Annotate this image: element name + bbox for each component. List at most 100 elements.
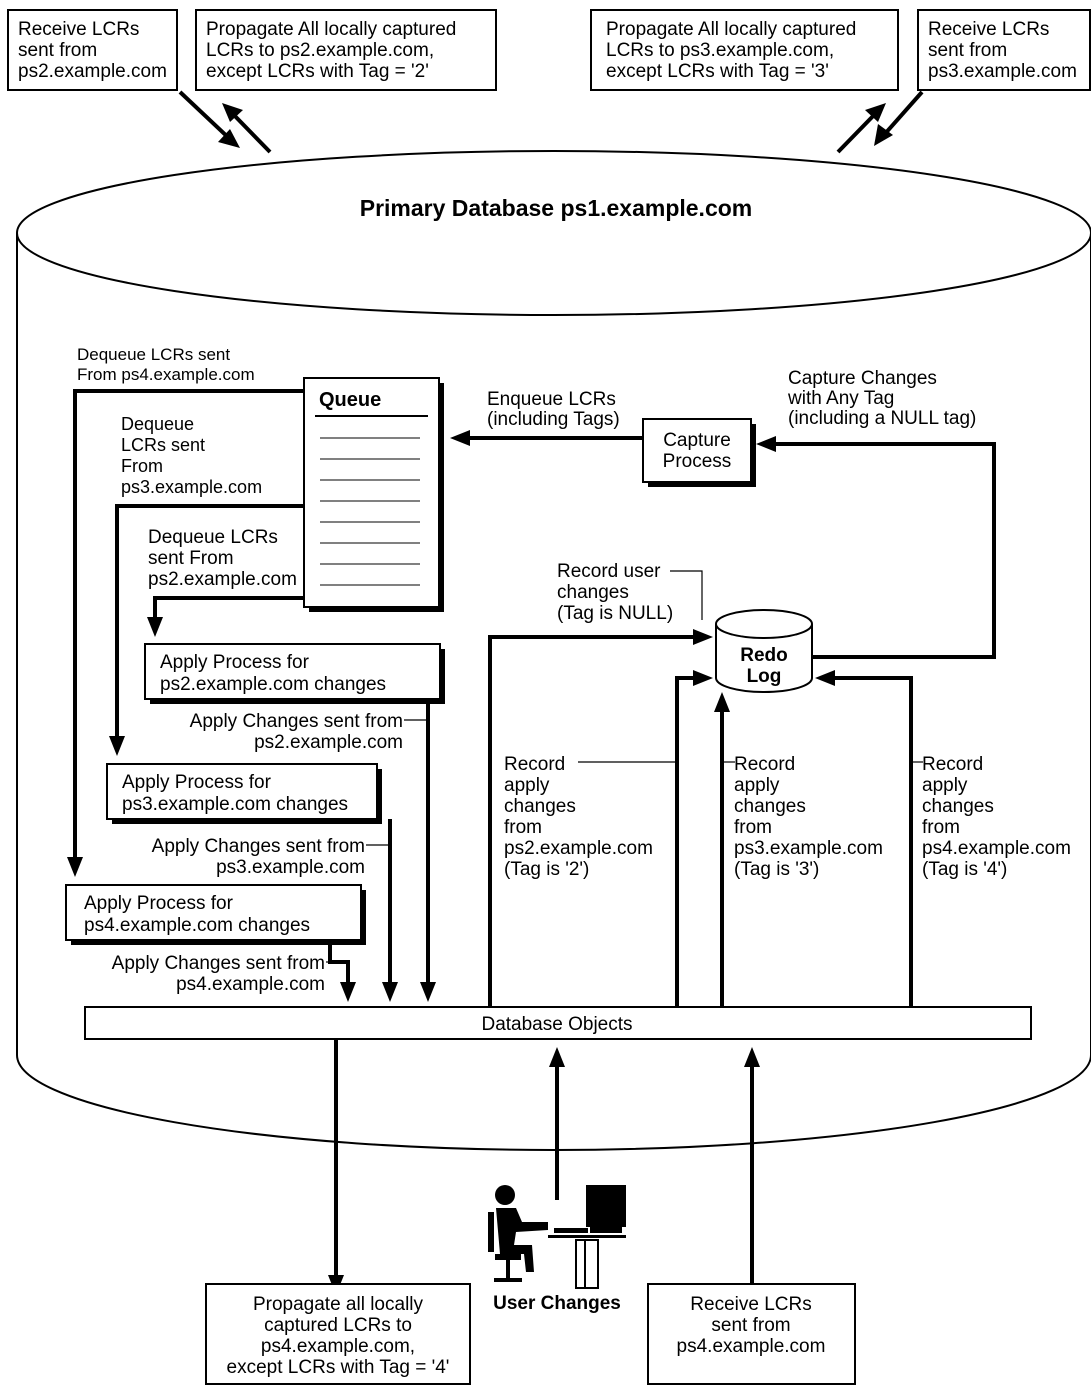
redo-log-text-line: Log [747,666,782,687]
database-objects-box [84,1006,1032,1040]
propagate-ps4-text-line: except LCRs with Tag = '4' [227,1357,450,1378]
enqueue-label-line: Enqueue LCRs [487,389,616,410]
propagate-ps2-text-line: LCRs to ps2.example.com, [206,40,434,61]
record-ps4-label-line: ps4.example.com [922,838,1071,859]
propagate-ps2-text-line: Propagate All locally captured [206,19,456,40]
receive-ps3-text-line: sent from [928,40,1007,61]
capture-changes-label-line: with Any Tag [787,388,894,409]
apply-changes-ps4-label-line: ps4.example.com [176,974,325,995]
record-ps2-label-line: Record [504,754,565,775]
propagate-ps2-text-line: except LCRs with Tag = '2' [206,61,429,82]
database-title: Primary Database ps1.example.com [360,195,752,221]
apply-changes-ps4-arrowhead [340,982,356,1002]
receive-ps2-arrowhead [218,129,240,148]
record-ps4-arrowhead [815,670,835,686]
propagate-ps3-text-line: LCRs to ps3.example.com, [606,40,834,61]
propagate-ps4-text-line: ps4.example.com, [261,1336,415,1357]
receive-ps4-text-line: Receive LCRs [690,1294,811,1315]
capture-process-text-line: Capture [663,430,731,451]
apply-ps3-box [106,763,378,820]
propagate-ps4-text-line: Propagate all locally [253,1294,424,1315]
enqueue-label: Enqueue LCRs(including Tags) [487,389,620,430]
dequeue-ps3-label-line: From [121,456,163,476]
record-ps3-label-line: ps3.example.com [734,838,883,859]
record-ps4-label-line: apply [922,775,968,796]
record-ps2-label-line: (Tag is '2') [504,859,589,880]
dequeue-ps2-label-line: Dequeue LCRs [148,527,278,548]
apply-ps2-text-line: ps2.example.com changes [160,674,386,695]
queue-box [303,377,440,608]
apply-ps4-box [65,884,362,941]
dequeue-ps2-label-line: ps2.example.com [148,569,297,590]
dequeue-ps3-label-line: ps3.example.com [121,477,262,497]
dequeue-ps3-arrowhead [109,736,125,756]
database-cylinder-top [16,150,1091,316]
receive-ps4-text-line: ps4.example.com [677,1336,826,1357]
record-user-label-line: changes [557,582,629,603]
dequeue-ps4-arrowhead [67,857,83,877]
apply-changes-ps3-label-line: ps3.example.com [216,857,365,878]
redo-log-text-line: Redo [740,645,788,666]
user-at-computer-icon [488,1185,626,1289]
dequeue-ps2-arrowhead [147,617,163,637]
apply-changes-ps3-arrowhead [382,982,398,1002]
apply-changes-ps4-label-line: Apply Changes sent from [112,953,325,974]
enqueue-arrowhead [450,430,470,446]
propagate-ps4-box [205,1283,471,1385]
apply-ps4-text-line: ps4.example.com changes [84,915,310,936]
propagate-ps3-arrowhead [865,103,886,122]
capture-process-text-line: Process [663,451,732,472]
record-ps3-arrowhead [714,692,730,712]
propagate-ps2-box [195,9,497,91]
record-ps2-arrowhead [693,670,713,686]
receive-ps3-arrowhead [874,124,893,146]
record-ps4-label-line: (Tag is '4') [922,859,1007,880]
apply-ps2-box [144,643,441,700]
receive-ps3-text-line: Receive LCRs [928,19,1049,40]
capture-changes-label-line: (including a NULL tag) [788,408,976,429]
apply-ps3-text-line: Apply Process for [122,772,272,793]
receive-ps4-box [647,1283,856,1385]
dequeue-ps4-label-line: From ps4.example.com [77,365,255,384]
queue-entries [320,437,420,586]
dequeue-ps4-label-line: Dequeue LCRs sent [77,345,230,364]
receive-ps2-text-line: Receive LCRs [18,19,139,40]
apply-ps4-text-line: Apply Process for [84,893,234,914]
record-ps4-label-line: from [922,817,960,838]
propagate-ps3-box [590,9,899,91]
apply-ps2-text-line: Apply Process for [160,652,310,673]
user-changes-label: User Changes [493,1293,621,1314]
apply-changes-ps2-label-line: ps2.example.com [254,732,403,753]
record-ps3-label-line: from [734,817,772,838]
database-objects-label: Database Objects [481,1014,632,1035]
record-user-label-line: Record user [557,561,661,582]
record-ps4-label-line: Record [922,754,983,775]
apply-ps3-text-line: ps3.example.com changes [122,794,348,815]
enqueue-label-line: (including Tags) [487,409,620,430]
propagate-ps3-text-line: except LCRs with Tag = '3' [606,61,829,82]
receive-ps2-text-line: sent from [18,40,97,61]
capture-changes-arrowhead [756,436,776,452]
apply-changes-ps3-label-line: Apply Changes sent from [152,836,365,857]
apply-changes-ps2-arrowhead [420,982,436,1002]
capture-changes-label-line: Capture Changes [788,368,937,389]
